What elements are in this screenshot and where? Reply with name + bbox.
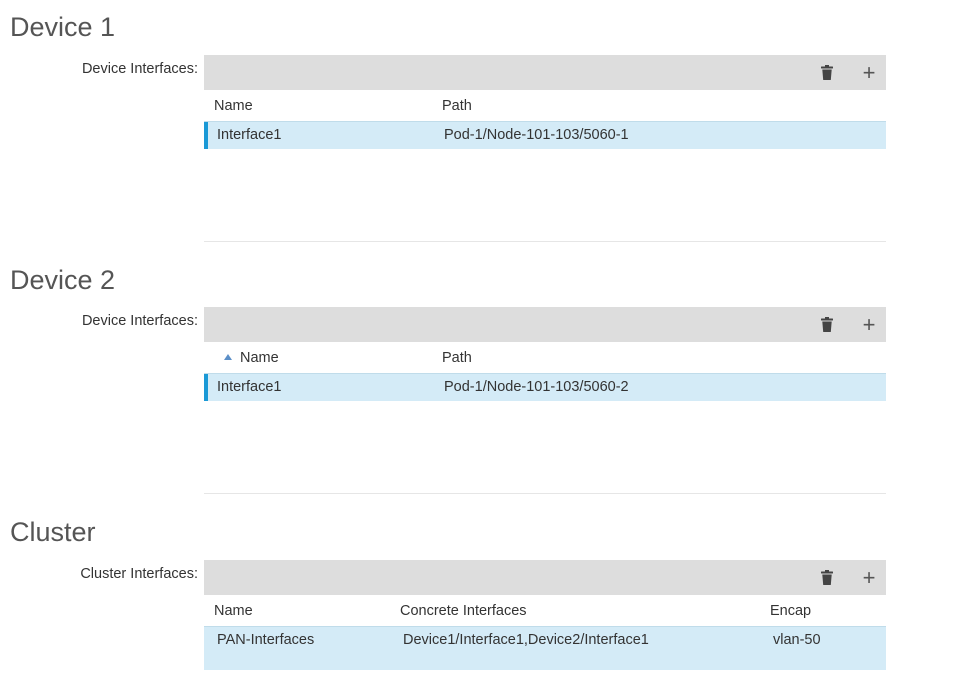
- cluster-column-encap[interactable]: Encap: [770, 603, 812, 619]
- device2-column-name-label: Name: [240, 350, 279, 366]
- device2-add-button[interactable]: +: [854, 307, 884, 342]
- device1-add-button[interactable]: +: [854, 55, 884, 90]
- device2-column-name[interactable]: Name: [224, 349, 279, 367]
- device2-column-path[interactable]: Path: [442, 350, 472, 366]
- trash-icon: [821, 570, 833, 585]
- selection-indicator: [204, 122, 208, 149]
- plus-icon: +: [862, 564, 876, 590]
- device2-title: Device 2: [10, 265, 116, 295]
- sort-ascending-icon: [224, 354, 232, 360]
- cluster-column-name[interactable]: Name: [214, 603, 253, 619]
- cluster-grid-header: Name Concrete Interfaces Encap: [204, 595, 886, 625]
- cluster-row-encap: vlan-50: [773, 632, 821, 648]
- device2-table-row[interactable]: Interface1 Pod-1/Node-101-103/5060-2: [204, 373, 886, 401]
- device2-row-name: Interface1: [217, 379, 282, 395]
- cluster-delete-button[interactable]: [812, 560, 842, 595]
- cluster-column-concrete-interfaces[interactable]: Concrete Interfaces: [400, 603, 527, 619]
- selection-indicator: [204, 374, 208, 401]
- cluster-add-button[interactable]: +: [854, 560, 884, 595]
- device1-table-row[interactable]: Interface1 Pod-1/Node-101-103/5060-1: [204, 121, 886, 149]
- trash-icon: [821, 65, 833, 80]
- device1-column-path[interactable]: Path: [442, 98, 472, 114]
- device2-grid-header: Name Path: [204, 342, 886, 372]
- cluster-toolbar: +: [204, 560, 886, 595]
- trash-icon: [821, 317, 833, 332]
- cluster-table-row[interactable]: PAN-Interfaces Device1/Interface1,Device…: [204, 626, 886, 670]
- device1-interfaces-label: Device Interfaces:: [81, 61, 198, 77]
- plus-icon: +: [862, 311, 876, 337]
- cluster-interfaces-label: Cluster Interfaces:: [80, 566, 198, 582]
- device2-divider: [204, 493, 886, 494]
- device2-interfaces-label: Device Interfaces:: [81, 313, 198, 329]
- cluster-title: Cluster: [10, 517, 96, 547]
- cluster-row-concrete-interfaces: Device1/Interface1,Device2/Interface1: [403, 632, 649, 648]
- device2-row-path: Pod-1/Node-101-103/5060-2: [444, 379, 629, 395]
- cluster-row-name: PAN-Interfaces: [217, 632, 315, 648]
- device1-divider: [204, 241, 886, 242]
- device1-column-name[interactable]: Name: [214, 98, 253, 114]
- device2-delete-button[interactable]: [812, 307, 842, 342]
- device2-toolbar: +: [204, 307, 886, 342]
- device1-toolbar: +: [204, 55, 886, 90]
- device1-title: Device 1: [10, 12, 116, 42]
- device1-grid-header: Name Path: [204, 90, 886, 120]
- device1-delete-button[interactable]: [812, 55, 842, 90]
- device1-row-name: Interface1: [217, 127, 282, 143]
- device1-row-path: Pod-1/Node-101-103/5060-1: [444, 127, 629, 143]
- plus-icon: +: [862, 59, 876, 85]
